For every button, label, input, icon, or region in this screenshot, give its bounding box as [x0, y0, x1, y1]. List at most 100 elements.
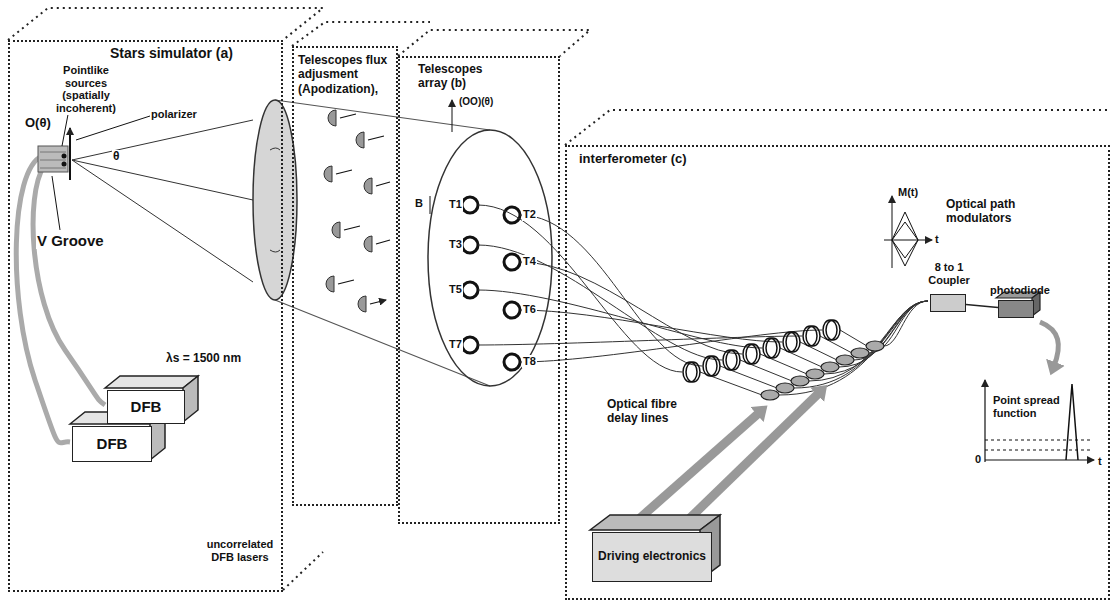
axis-label: t [1097, 455, 1103, 468]
drive-arrow [690, 392, 820, 518]
part-label: V Groove [36, 232, 105, 249]
path-modulator [866, 341, 884, 351]
telescope-array [462, 337, 478, 353]
telescope-array [462, 197, 520, 370]
fibre-delay-coil [723, 350, 737, 370]
telescope-array [430, 196, 431, 214]
star-sources [62, 162, 67, 167]
modulation-plot [892, 212, 918, 266]
fibre-delay-coil [806, 326, 820, 346]
optical-fibres [478, 205, 928, 395]
star-sources [62, 154, 67, 159]
electronics-box [590, 515, 720, 530]
optical-beam [253, 100, 297, 300]
telescope-number: T7 [448, 338, 463, 351]
telescope-array [428, 130, 552, 386]
laser-box [183, 376, 198, 422]
telescope-number: T6 [522, 303, 537, 316]
path-modulator [851, 348, 869, 358]
fibre-delay-coil [706, 356, 720, 376]
optical-fibres [700, 330, 867, 395]
telescope-array [428, 100, 552, 386]
source-label: Pointlike sources (spatially incoherent) [40, 64, 132, 115]
apodization-panel: Telescopes flux adjusment (Apodization), [292, 46, 398, 506]
psf-plot [985, 380, 1094, 462]
part-label: uncorrelated DFB lasers [200, 538, 280, 563]
telescope-array [504, 207, 520, 223]
laser-box: DFB [72, 426, 152, 462]
star-sources [69, 128, 71, 180]
panel-title: Telescopes array (b) [418, 62, 508, 91]
telescope-array [462, 237, 478, 253]
optical-fibres [779, 301, 928, 395]
laser-box: DFB [107, 390, 185, 424]
path-modulator [806, 369, 824, 379]
fibre-delay-coil [683, 362, 697, 382]
fibre-delay-coil [766, 338, 780, 358]
fibre-delay-coil [686, 362, 700, 382]
output-arrow [1040, 322, 1058, 366]
box-label: DFB [97, 435, 128, 452]
panel-perspective [8, 8, 323, 40]
telescope-number: T4 [522, 255, 537, 268]
psf-plot [985, 440, 1090, 450]
symbol-label: O(θ) [24, 116, 52, 131]
angle-label: θ [112, 150, 121, 164]
axis-label: M(t) [897, 186, 919, 199]
optical-beam [275, 100, 490, 386]
fibre-delay-coil [823, 320, 837, 340]
star-sources [52, 176, 60, 230]
modulation-plot [892, 196, 893, 268]
panel-title: Stars simulator (a) [110, 45, 280, 62]
part-label: Optical fibre delay lines [606, 398, 700, 426]
optical-beam [270, 148, 280, 252]
fibre-delay-coil [703, 356, 717, 376]
path-modulator [836, 355, 854, 365]
telescope-array [462, 282, 478, 298]
part-label: 8 to 1 Coupler [917, 261, 981, 287]
optical-beam [72, 100, 490, 386]
telescope-array [504, 302, 520, 318]
modulation-plot [884, 196, 932, 268]
path-modulator [776, 383, 794, 393]
optical-fibres [478, 205, 682, 372]
panel-perspective [292, 22, 430, 46]
telescope-number: T5 [448, 283, 463, 296]
path-modulator [761, 390, 779, 400]
panel-perspective [565, 110, 1110, 145]
apodization-mask [336, 114, 390, 304]
electronics-box: Driving electronics [592, 532, 712, 582]
telescope-number: T1 [448, 198, 463, 211]
star-sources [76, 116, 150, 140]
telescope-number: T8 [522, 355, 537, 368]
panel-perspective [398, 30, 590, 56]
part-label: Optical path modulators [945, 198, 1032, 226]
optical-fibres [478, 245, 722, 360]
telescope-array [462, 197, 478, 213]
fibre-delay-coil [783, 332, 797, 352]
fibre-connector [966, 305, 998, 308]
star-sources [40, 152, 66, 168]
path-modulator [761, 341, 884, 400]
fibre-delay-coil [786, 332, 800, 352]
optical-fibres [478, 290, 762, 348]
telescope-array [504, 254, 520, 270]
apodization-mask [324, 110, 390, 312]
telescope-array [452, 100, 453, 132]
array-panel: Telescopes array (b) [398, 56, 560, 524]
star-sources [33, 166, 105, 405]
fibre-delay-coil [826, 320, 840, 340]
psf-plot [1066, 384, 1078, 460]
telescope-array [504, 354, 520, 370]
fibre-delay-coil [763, 338, 777, 358]
star-sources [38, 146, 68, 172]
path-modulator [821, 362, 839, 372]
telescope-number: T3 [448, 238, 463, 251]
optical-beam [72, 120, 253, 282]
fibre-delay-coil [743, 344, 757, 364]
box-label: DFB [131, 398, 162, 415]
path-modulator [791, 376, 809, 386]
fibre-delay-coil [803, 326, 817, 346]
panel-perspective [283, 552, 323, 590]
